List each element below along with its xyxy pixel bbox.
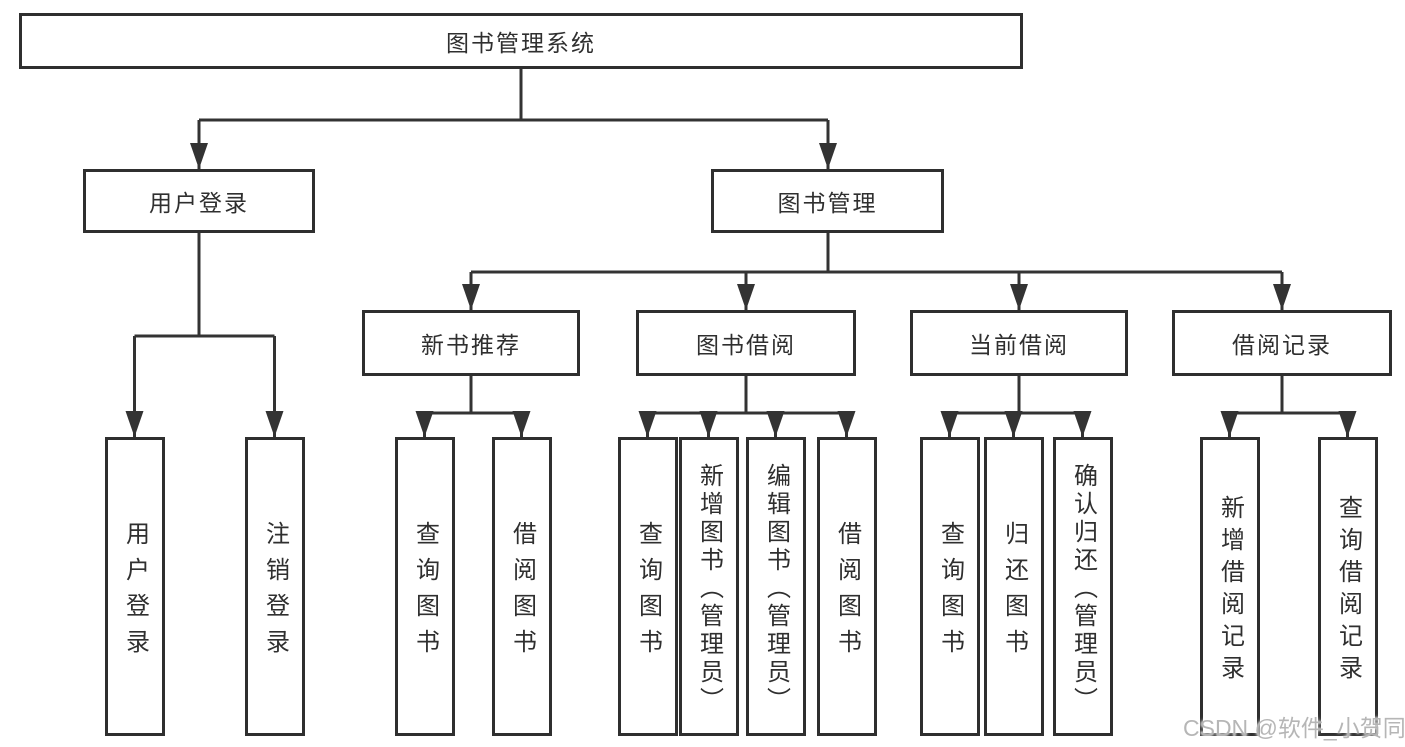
leaf-edit-book-admin: 编辑图书（管理员） <box>746 437 806 736</box>
node-user-login-group: 用户登录 <box>83 169 315 233</box>
node-root: 图书管理系统 <box>19 13 1023 69</box>
leaf-borrow-book-label: 借阅图书 <box>833 520 861 665</box>
tree-edges <box>125 69 1357 437</box>
leaf-return-book-label: 归还图书 <box>1000 520 1028 665</box>
leaf-borrow-query-books-label: 查询图书 <box>634 520 662 665</box>
leaf-current-query-books-label: 查询图书 <box>936 520 964 665</box>
node-borrow-records: 借阅记录 <box>1172 310 1392 376</box>
node-book-borrow: 图书借阅 <box>636 310 856 376</box>
leaf-logout-label: 注销登录 <box>261 520 289 665</box>
leaf-add-borrow-record-label: 新增借阅记录 <box>1216 494 1244 687</box>
node-new-book-recommend: 新书推荐 <box>362 310 580 376</box>
leaf-edit-book-admin-label: 编辑图书（管理员） <box>762 462 790 715</box>
leaf-current-query-books: 查询图书 <box>920 437 980 736</box>
leaf-query-borrow-record-label: 查询借阅记录 <box>1334 494 1362 687</box>
leaf-add-book-admin-label: 新增图书（管理员） <box>695 462 723 715</box>
node-current-borrow: 当前借阅 <box>910 310 1128 376</box>
leaf-recommend-borrow-books: 借阅图书 <box>492 437 552 736</box>
node-book-management-label: 图书管理 <box>777 190 878 216</box>
node-current-borrow-label: 当前借阅 <box>969 332 1069 358</box>
leaf-return-book: 归还图书 <box>984 437 1044 736</box>
node-borrow-records-label: 借阅记录 <box>1232 332 1332 358</box>
leaf-recommend-query-books-label: 查询图书 <box>411 520 439 665</box>
leaf-logout: 注销登录 <box>245 437 305 736</box>
leaf-borrow-query-books: 查询图书 <box>618 437 678 736</box>
csdn-watermark: CSDN @软件_小贺同学 <box>1183 715 1405 741</box>
leaf-user-login: 用户登录 <box>105 437 165 736</box>
leaf-borrow-book: 借阅图书 <box>817 437 877 736</box>
leaf-recommend-query-books: 查询图书 <box>395 437 455 736</box>
leaf-add-book-admin: 新增图书（管理员） <box>679 437 739 736</box>
leaf-confirm-return-admin: 确认归还（管理员） <box>1053 437 1113 736</box>
leaf-confirm-return-admin-label: 确认归还（管理员） <box>1069 462 1097 715</box>
leaf-user-login-label: 用户登录 <box>121 520 149 665</box>
leaf-query-borrow-record: 查询借阅记录 <box>1318 437 1378 736</box>
node-root-label: 图书管理系统 <box>446 30 596 56</box>
node-book-management: 图书管理 <box>711 169 944 233</box>
node-book-borrow-label: 图书借阅 <box>696 332 796 358</box>
leaf-add-borrow-record: 新增借阅记录 <box>1200 437 1260 736</box>
node-user-login-group-label: 用户登录 <box>149 190 249 216</box>
node-new-book-recommend-label: 新书推荐 <box>421 332 521 358</box>
leaf-recommend-borrow-books-label: 借阅图书 <box>508 520 536 665</box>
